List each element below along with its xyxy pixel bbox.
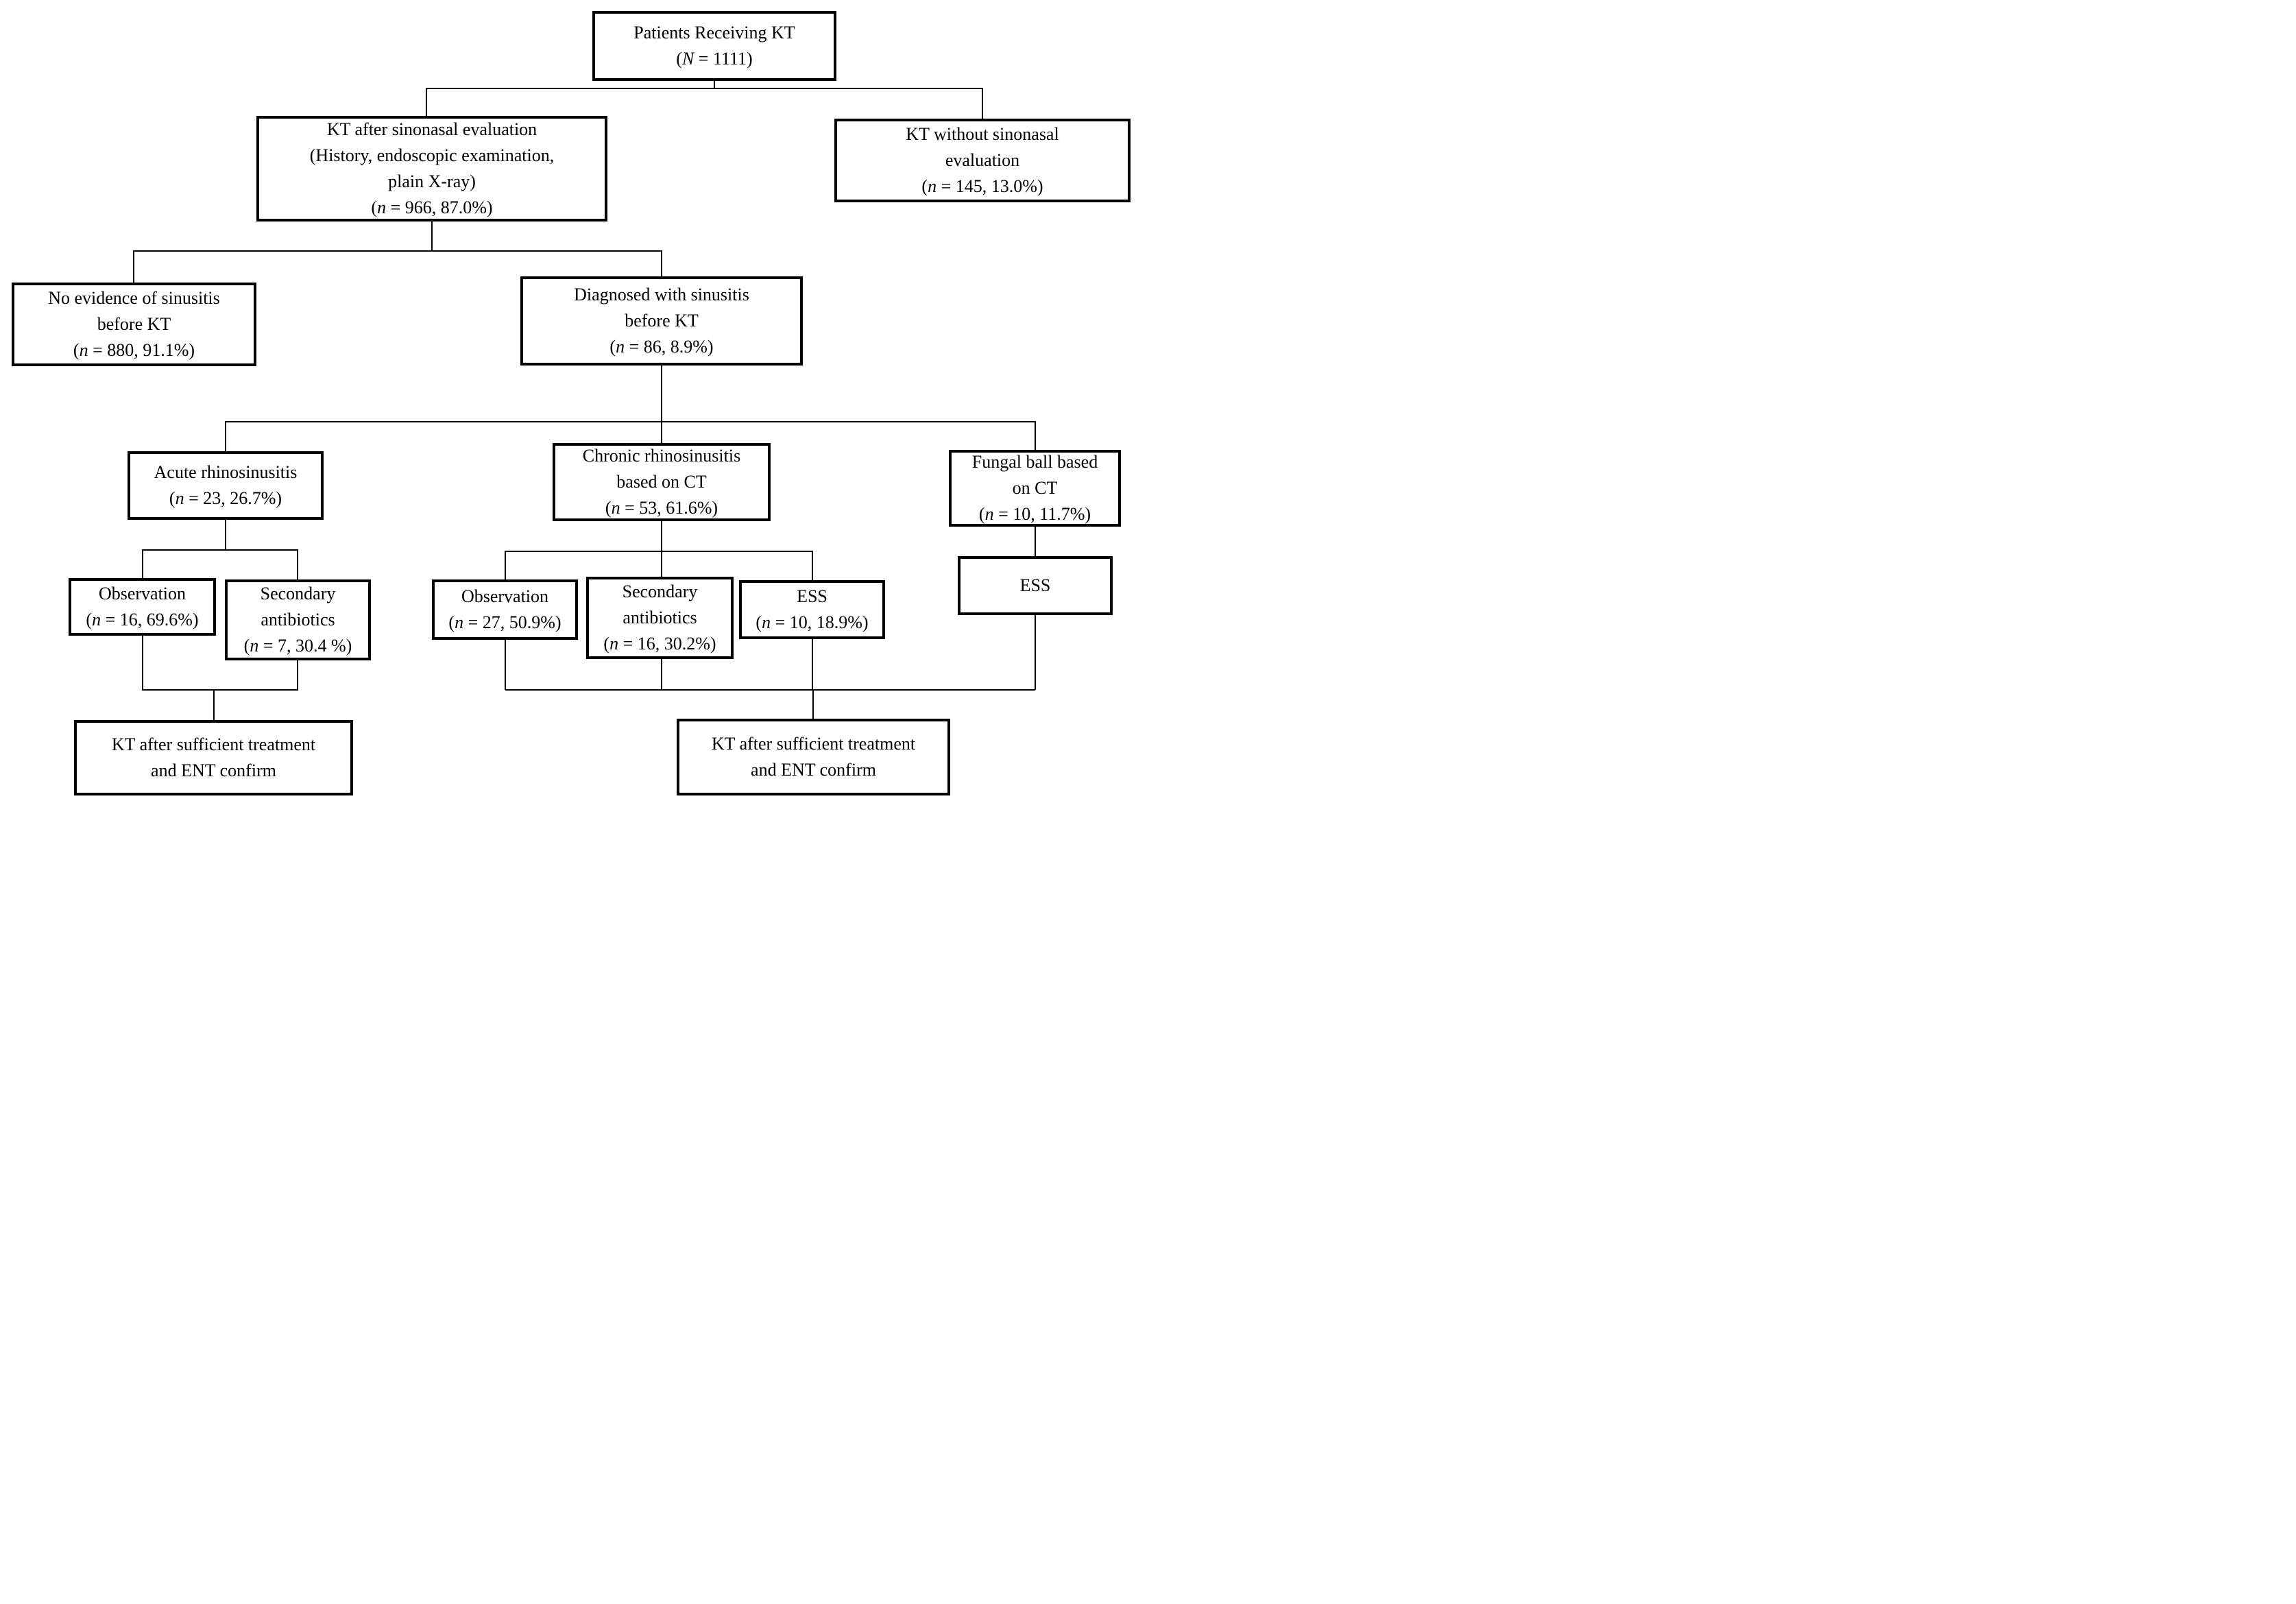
connector-acute-merge [142,636,298,720]
node-label: Observation [461,586,549,606]
node-label: and ENT confirm [751,760,876,780]
node-label: ESS [1019,575,1051,595]
node-acute-rhinosinusitis: Acute rhinosinusitis (n = 23, 26.7%) [128,451,324,520]
node-stat: (n = 7, 30.4 %) [243,636,352,656]
node-stat: (n = 966, 87.0%) [371,197,493,217]
connector-lines [133,81,1036,720]
node-secondary-antibiotics-chronic: Secondary antibiotics (n = 16, 30.2%) [586,577,734,659]
node-observation-chronic: Observation (n = 27, 50.9%) [432,579,578,640]
node-label: No evidence of sinusitis [48,288,220,308]
connector-chronic-branch [505,521,813,580]
node-label: Patients Receiving KT [633,23,795,43]
node-label: KT after sinonasal evaluation [326,119,537,139]
node-stat: (n = 53, 61.6%) [605,498,718,518]
node-label: KT after sufficient treatment [111,734,316,754]
connector-chronic-merge [505,615,1036,719]
node-label: on CT [1012,478,1058,498]
node-label: antibiotics [623,608,697,627]
node-kt-after-sinonasal-evaluation: KT after sinonasal evaluation (History, … [256,116,607,222]
connector-sinusitis-branch [225,366,1036,451]
node-stat: (N = 1111) [676,49,753,69]
connector-acute-branch [142,520,298,579]
node-secondary-antibiotics-acute: Secondary antibiotics (n = 7, 30.4 %) [225,579,371,660]
node-label: Observation [98,584,186,603]
node-label: evaluation [945,150,1020,170]
node-stat: (n = 16, 69.6%) [86,610,199,630]
node-stat: (n = 145, 13.0%) [921,176,1043,196]
node-stat: (n = 23, 26.7%) [169,488,282,508]
node-stat: (n = 27, 50.9%) [448,612,561,632]
node-label: before KT [625,311,699,331]
node-label: Diagnosed with sinusitis [574,285,749,304]
node-kt-confirm-left: KT after sufficient treatment and ENT co… [74,720,353,795]
node-stat: (n = 16, 30.2%) [603,634,716,654]
node-stat: (n = 10, 11.7%) [978,504,1091,524]
node-label: plain X-ray) [388,171,476,191]
node-diagnosed-with-sinusitis: Diagnosed with sinusitis before KT (n = … [520,276,803,366]
node-no-evidence-of-sinusitis: No evidence of sinusitis before KT (n = … [12,283,256,366]
node-ess-chronic: ESS (n = 10, 18.9%) [739,580,885,639]
node-chronic-rhinosinusitis: Chronic rhinosinusitis based on CT (n = … [553,443,771,521]
connector-evaluation-branch [133,222,662,283]
node-label: KT without sinonasal [906,124,1059,144]
node-patients-receiving-kt: Patients Receiving KT (N = 1111) [592,11,836,81]
node-label: Acute rhinosinusitis [154,462,298,482]
node-label: Fungal ball based [971,452,1098,472]
node-stat: (n = 10, 18.9%) [756,612,869,632]
node-stat: (n = 880, 91.1%) [73,340,195,360]
node-ess-fungal: ESS [958,556,1113,615]
node-kt-confirm-right: KT after sufficient treatment and ENT co… [677,719,950,795]
node-stat: (n = 86, 8.9%) [609,337,714,357]
node-label: based on CT [616,472,707,492]
node-label: (History, endoscopic examination, [309,145,555,165]
flowchart: Patients Receiving KT (N = 1111) KT afte… [0,0,1148,802]
node-fungal-ball: Fungal ball based on CT (n = 10, 11.7%) [949,450,1121,527]
node-label: antibiotics [261,610,335,630]
node-label: KT after sufficient treatment [711,734,916,754]
node-label: Secondary [622,582,698,601]
node-label: ESS [797,586,827,606]
connector-root-branch [426,81,983,119]
node-label: Chronic rhinosinusitis [582,446,741,466]
node-label: and ENT confirm [151,761,276,780]
node-label: Secondary [260,584,336,603]
node-observation-acute: Observation (n = 16, 69.6%) [69,578,216,636]
node-kt-without-sinonasal-evaluation: KT without sinonasal evaluation (n = 145… [834,119,1131,202]
node-label: before KT [97,314,171,334]
